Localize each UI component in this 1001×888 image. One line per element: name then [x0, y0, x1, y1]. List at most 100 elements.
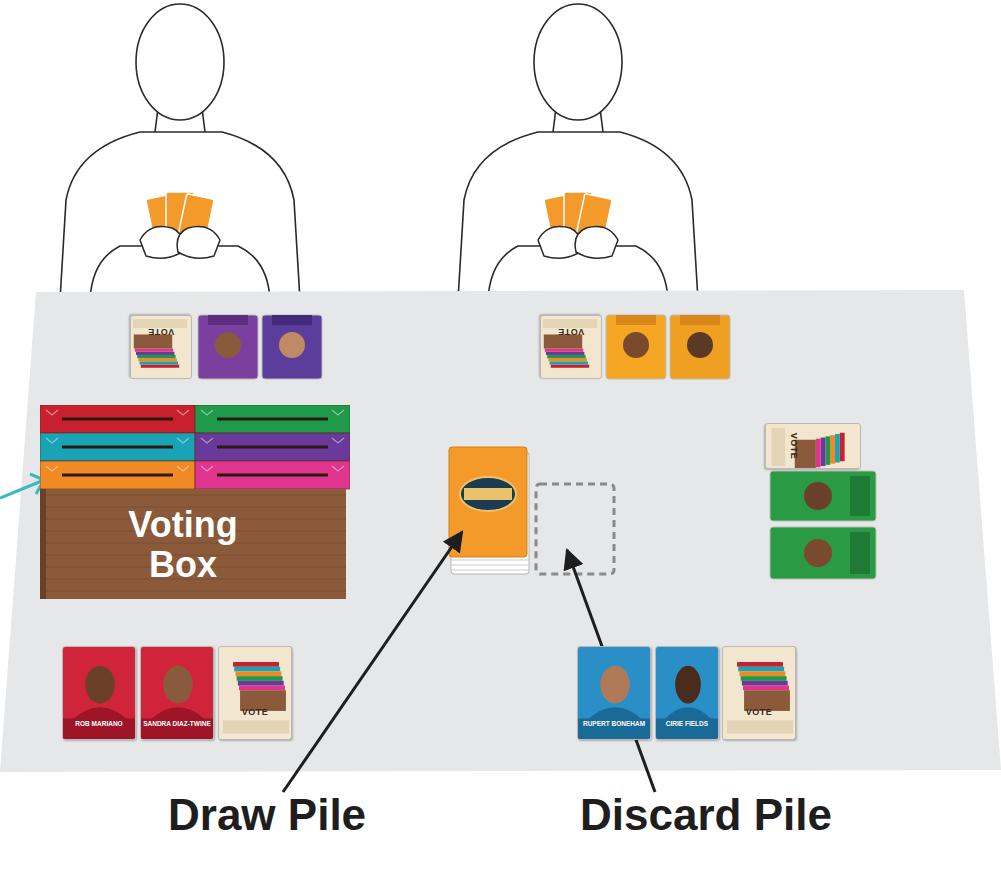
ballot-slot — [62, 418, 173, 421]
ballot-stripe — [141, 365, 179, 368]
ballot-stripe — [135, 349, 173, 352]
illustration-part — [850, 532, 870, 574]
ballot-stripe — [741, 676, 787, 681]
card-footer — [543, 319, 597, 328]
vote-card: VOTE — [765, 423, 861, 469]
ballot-stripe — [550, 361, 588, 364]
ballot-slot-band — [40, 433, 195, 461]
ballot-stripe — [816, 439, 821, 468]
illustration-part — [451, 560, 529, 561]
ballot-stripe — [136, 352, 174, 355]
ballot-stripe — [239, 686, 285, 691]
illustration-part — [680, 315, 720, 325]
ballot-stripe — [237, 676, 283, 681]
ballot-slot-band — [195, 405, 350, 433]
box-label: Voting Box — [108, 505, 258, 586]
card-art — [540, 315, 601, 378]
box-front — [40, 489, 346, 599]
face-card-top-left-2 — [262, 315, 322, 379]
vote-card: VOTE — [130, 315, 192, 379]
ballot-stripe — [821, 438, 826, 467]
band-pattern — [201, 410, 344, 415]
pile-label: Draw Pile — [168, 790, 366, 840]
portrait-face — [675, 666, 701, 704]
ballot-stripe — [825, 436, 830, 465]
card-title: VOTE — [541, 327, 601, 337]
ballot-stripe — [140, 361, 178, 364]
ballot-stripe — [233, 662, 279, 667]
ballot-stripe — [835, 434, 840, 463]
card-art — [219, 647, 292, 740]
card-title: VOTE — [723, 707, 795, 717]
illustration-part — [177, 227, 220, 259]
name-band — [63, 718, 136, 740]
ballot-stripe — [234, 667, 280, 672]
illustration-part — [136, 4, 224, 120]
illustration-part — [850, 476, 870, 516]
face-card-right-1 — [770, 471, 876, 521]
illustration-part — [451, 565, 529, 566]
illustration-part — [670, 315, 730, 379]
portrait-shoulders — [150, 707, 206, 720]
card-art — [723, 647, 796, 740]
vote-card: VOTE — [722, 646, 796, 740]
ballot-stripe — [830, 435, 835, 464]
ballot-stripe — [737, 662, 783, 667]
ballot-stripe — [138, 358, 176, 361]
name-band — [656, 718, 719, 740]
card-footer — [772, 428, 785, 466]
ballot-stripe — [743, 686, 789, 691]
ballot-slot-band — [40, 461, 195, 489]
pointer-arrow — [0, 474, 44, 498]
illustration-part — [215, 332, 241, 358]
face-card-top-right-1 — [606, 315, 666, 379]
illustration-part — [464, 488, 512, 500]
discard-pile-outline — [536, 484, 614, 574]
table-top — [0, 290, 1001, 772]
illustration-part — [575, 227, 618, 259]
portrait-face — [163, 666, 193, 704]
hands-right — [538, 227, 618, 259]
card-footer — [223, 720, 289, 733]
wood-grain — [40, 591, 346, 592]
ballot-slot — [217, 418, 328, 421]
illustration-part — [804, 539, 832, 567]
portrait-shoulders — [664, 707, 713, 720]
ballot-stripe — [238, 681, 284, 686]
band-pattern — [46, 438, 189, 443]
illustration-part — [451, 570, 529, 571]
card-title: VOTE — [219, 707, 291, 717]
card-footer — [133, 319, 187, 328]
face-card-top-right-2 — [670, 315, 730, 379]
player-left — [60, 4, 300, 300]
card-art — [130, 315, 191, 378]
ballot-stripe — [738, 667, 784, 672]
contestant-name: SANDRA DIAZ-TWINE — [143, 721, 211, 728]
contestant-card: ROB MARIANO — [62, 646, 136, 740]
card-title: VOTE — [131, 327, 191, 337]
ballot-slot-band — [195, 461, 350, 489]
voting-box: Voting Box — [40, 405, 350, 600]
illustration-part — [770, 527, 876, 579]
illustration-part — [616, 315, 656, 325]
band-pattern — [46, 466, 189, 471]
ballot-stripe — [547, 355, 585, 358]
ballot-stripe — [742, 681, 788, 686]
hands-left — [140, 227, 220, 259]
contestant-card: CIRIE FIELDS — [655, 646, 719, 740]
portrait-shoulders — [587, 707, 643, 720]
band-pattern — [46, 410, 189, 415]
illustration-part — [198, 315, 258, 379]
face-card-right-2 — [770, 527, 876, 579]
contestant-name: RUPERT BONEHAM — [580, 721, 648, 728]
illustration-part — [770, 471, 876, 521]
illustration-part — [460, 477, 516, 511]
pile-label: Discard Pile — [580, 790, 832, 840]
illustration-part — [687, 332, 713, 358]
card-background — [578, 647, 651, 740]
illustration-part — [458, 132, 698, 300]
illustration-part — [623, 332, 649, 358]
contestant-card: RUPERT BONEHAM — [577, 646, 651, 740]
ballot-stripe — [546, 352, 584, 355]
name-band — [141, 718, 214, 740]
